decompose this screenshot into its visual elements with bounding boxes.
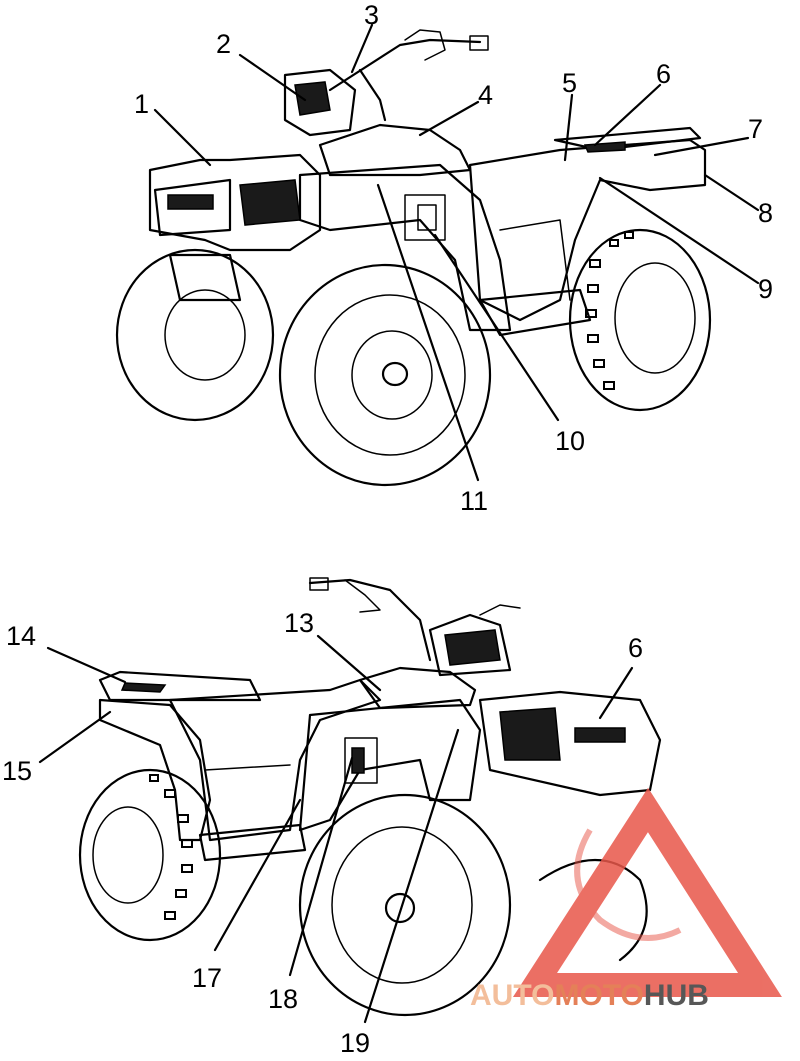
callout-3: 3 [364, 0, 379, 30]
tank-bottom [358, 666, 477, 710]
rear-left-rim [92, 806, 164, 904]
callout-2: 2 [216, 29, 231, 59]
front-right-rim-outer [314, 294, 466, 456]
callout-6: 6 [656, 59, 671, 89]
rear-left-wheel [78, 768, 222, 942]
fender-decal-panel [344, 737, 378, 784]
pod-bottom [428, 613, 512, 677]
brake-lever [404, 29, 446, 61]
rear-decal-block [583, 141, 626, 153]
front-fender [298, 163, 512, 332]
handlebar-bottom [308, 578, 432, 662]
watermark-part-3: HUB [644, 979, 709, 1012]
callout-14: 14 [6, 621, 36, 651]
side-decal-panel [404, 194, 446, 241]
front-bodywork-bottom [478, 690, 662, 797]
right-grip [469, 35, 489, 51]
rear-rack [553, 126, 702, 152]
front-left-rim-bottom [331, 826, 473, 984]
callout-4: 4 [478, 80, 493, 110]
front-light-cluster [239, 179, 301, 226]
front-decal-bottom [574, 727, 626, 743]
front-bodywork [148, 153, 322, 252]
footwell-bottom [198, 823, 307, 862]
front-left-hub-bottom [384, 892, 416, 924]
watermark-triangle [512, 787, 782, 997]
front-right-rim-inner [351, 330, 433, 420]
callout-8: 8 [758, 198, 773, 228]
steering-column [358, 68, 387, 122]
pod-decal [294, 81, 331, 116]
callout-7: 7 [748, 114, 763, 144]
brake-lever-bottom [344, 579, 381, 613]
atv-front-view [115, 29, 712, 487]
fuel-tank [318, 123, 472, 177]
callout-5: 5 [562, 68, 577, 98]
watermark-text: AUTOMOTOHUB [470, 979, 709, 1012]
front-right-hub [381, 361, 409, 387]
rear-fender-bottom [98, 698, 212, 842]
callout-17: 17 [192, 963, 222, 993]
watermark-part-1: AUTO [470, 979, 554, 1012]
callout-19: 19 [340, 1028, 370, 1056]
handlebar [328, 38, 482, 92]
callout-6b: 6 [628, 633, 643, 663]
front-fender-bottom [298, 698, 482, 832]
side-body-line [204, 764, 291, 771]
side-decal-inner [417, 204, 437, 231]
rear-wheel-outer [568, 228, 712, 412]
front-bumper [168, 253, 242, 302]
rear-fender-detail [499, 219, 571, 301]
callout-9: 9 [758, 274, 773, 304]
callout-15: 15 [2, 756, 32, 786]
rear-wheel-rim [614, 262, 696, 374]
front-left-rim [164, 289, 246, 381]
pod-decal-bottom [444, 629, 501, 666]
headlight-panel [153, 178, 232, 237]
rear-left-tread [149, 774, 193, 920]
callout-1: 1 [134, 89, 149, 119]
watermark-swoosh [574, 828, 682, 941]
headlight-bottom [499, 707, 561, 761]
rear-rack-decal [120, 682, 167, 693]
front-left-wheel-bottom [298, 793, 512, 1017]
callout-10: 10 [555, 426, 585, 456]
callout-18: 18 [268, 984, 298, 1014]
atv-rear-view [78, 577, 662, 1017]
callout-labels: 1 2 3 4 5 6 7 8 9 10 11 13 6 14 15 17 18… [2, 0, 773, 1058]
watermark: AUTOMOTOHUB [470, 787, 782, 1012]
fender-decal-mark [351, 747, 365, 774]
leader-lines-top [153, 23, 760, 482]
callout-11: 11 [460, 486, 488, 516]
left-grip [309, 577, 329, 591]
side-body [168, 678, 382, 842]
front-brand-decal [167, 194, 214, 210]
front-left-wheel [115, 248, 275, 422]
handlebar-pod [283, 68, 357, 137]
front-right-wheel [278, 263, 492, 487]
leader-lines-bottom [38, 634, 634, 1024]
right-handlebar-bottom [479, 604, 521, 616]
rear-rack-bottom [98, 670, 262, 702]
callout-13: 13 [284, 608, 314, 638]
rear-tire-tread [585, 231, 634, 390]
watermark-part-2: MOTO [554, 979, 643, 1012]
